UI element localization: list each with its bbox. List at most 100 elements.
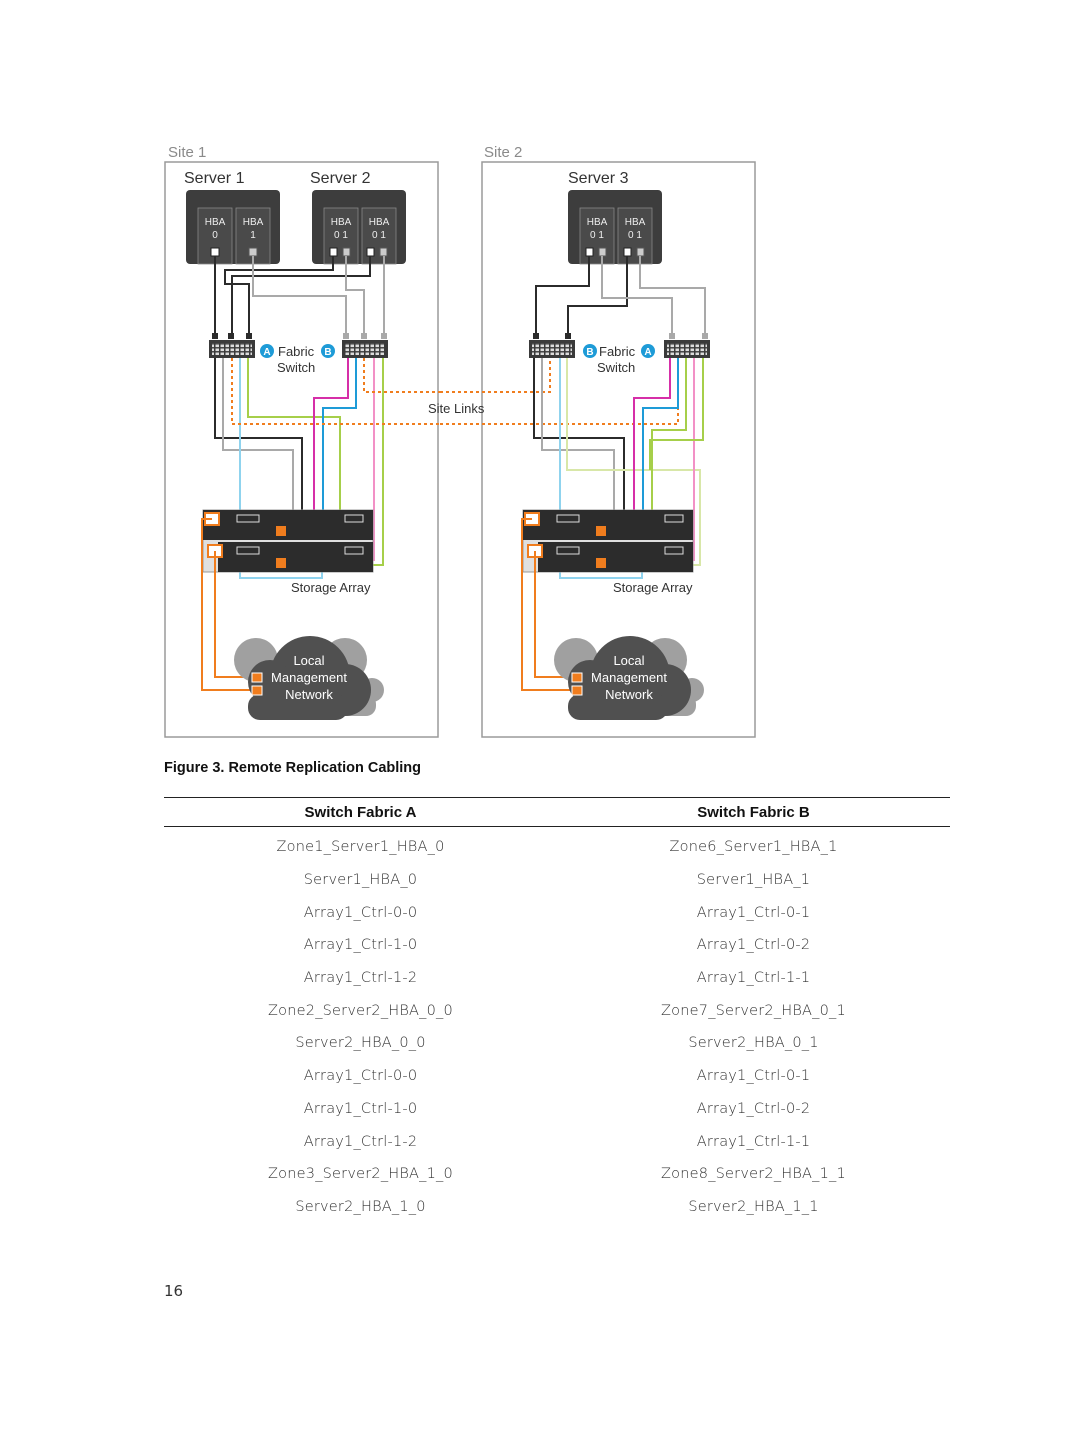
svg-text:HBA: HBA — [243, 217, 264, 228]
table-row: Array1_Ctrl-1-0 Array1_Ctrl-0-2 — [164, 1093, 950, 1126]
svg-text:1: 1 — [250, 230, 256, 241]
table-row: Zone2_Server2_HBA_0_0 Zone7_Server2_HBA_… — [164, 994, 950, 1027]
fabric-b-cell: Server2_HBA_0_1 — [688, 1035, 819, 1052]
svg-text:HBA: HBA — [587, 217, 608, 228]
mgmt-network-line-2: Management — [271, 670, 347, 685]
remote-replication-diagram: Site 1 Server 1 Server 2 HBA 0 HBA 1 HBA… — [164, 144, 756, 738]
fabric-a-cell: Zone2_Server2_HBA_0_0 — [268, 1002, 453, 1019]
svg-text:0 1: 0 1 — [590, 230, 604, 241]
header-switch-fabric-b: Switch Fabric B — [557, 797, 950, 827]
fabric-b-badge — [583, 344, 597, 358]
fabric-a-cell: Server2_HBA_1_0 — [295, 1198, 426, 1215]
site-2-storage-array: Storage Array — [522, 509, 694, 595]
mgmt-network-line-1: Local — [293, 653, 324, 668]
mgmt-network-line-2: Management — [591, 670, 667, 685]
svg-text:0 1: 0 1 — [372, 230, 386, 241]
fabric-b-cell: Array1_Ctrl-0-1 — [696, 904, 811, 921]
storage-array-label: Storage Array — [291, 580, 371, 595]
fabric-b-cell: Zone6_Server1_HBA_1 — [669, 839, 838, 856]
site-2-cloud-icon: Local Management Network — [554, 636, 704, 720]
hba-1-label: HBA 0 1 — [369, 217, 390, 241]
table-row: Server2_HBA_1_0 Server2_HBA_1_1 — [164, 1191, 950, 1224]
site-1-fabric-b-switch — [342, 333, 388, 358]
site-1-label: Site 1 — [168, 144, 206, 161]
fabric-b-cell: Array1_Ctrl-1-1 — [696, 970, 811, 987]
fabric-a-cell: Array1_Ctrl-1-0 — [303, 1100, 418, 1117]
fabric-label: Fabric — [278, 344, 315, 359]
site-1-server-cables — [214, 256, 385, 336]
table-row: Zone1_Server1_HBA_0 Zone6_Server1_HBA_1 — [164, 827, 950, 864]
table-row: Array1_Ctrl-1-2 Array1_Ctrl-1-1 — [164, 1125, 950, 1158]
hba-0-label: HBA 0 1 — [331, 217, 352, 241]
site-1-fabric-switch-label: A Fabric B Switch — [260, 344, 335, 375]
site-1-storage-array: Storage Array — [202, 509, 374, 595]
mgmt-network-line-3: Network — [605, 687, 653, 702]
svg-text:0 1: 0 1 — [628, 230, 642, 241]
fabric-label: Fabric — [599, 344, 636, 359]
server-2-label: Server 2 — [310, 170, 371, 187]
table-row: Array1_Ctrl-1-2 Array1_Ctrl-1-1 — [164, 962, 950, 995]
server-3-label: Server 3 — [568, 170, 629, 187]
svg-text:B: B — [586, 347, 593, 358]
server-1-label: Server 1 — [184, 170, 245, 187]
fabric-a-cell: Array1_Ctrl-1-2 — [303, 1133, 418, 1150]
page-number: 16 — [164, 1282, 184, 1300]
fabric-a-cell: Server2_HBA_0_0 — [295, 1035, 426, 1052]
fabric-a-cell: Array1_Ctrl-1-0 — [303, 937, 418, 954]
hba-0-label: HBA 0 — [205, 217, 226, 241]
site-links-label: Site Links — [428, 401, 485, 416]
fabric-b-cell: Server2_HBA_1_1 — [688, 1198, 819, 1215]
table-row: Server1_HBA_0 Server1_HBA_1 — [164, 864, 950, 897]
table-header-row: Switch Fabric A Switch Fabric B — [164, 797, 950, 827]
fabric-b-cell: Server1_HBA_1 — [696, 872, 811, 889]
site-2-fabric-a-switch — [664, 333, 710, 358]
figure-caption: Figure 3. Remote Replication Cabling — [164, 760, 422, 776]
server-1-chassis: HBA 0 HBA 1 — [186, 190, 280, 265]
svg-text:B: B — [324, 347, 331, 358]
site-2-label: Site 2 — [484, 144, 522, 161]
table-row: Zone3_Server2_HBA_1_0 Zone8_Server2_HBA_… — [164, 1158, 950, 1191]
site-1-cloud-icon: Local Management Network — [234, 636, 384, 720]
hba-1-label: HBA 1 — [243, 217, 264, 241]
mgmt-network-line-1: Local — [613, 653, 644, 668]
hba-1-label: HBA 0 1 — [625, 217, 646, 241]
table-row: Array1_Ctrl-0-0 Array1_Ctrl-0-1 — [164, 896, 950, 929]
fabric-a-cell: Zone3_Server2_HBA_1_0 — [268, 1166, 453, 1183]
fabric-b-cell: Array1_Ctrl-1-1 — [696, 1133, 811, 1150]
table-row: Array1_Ctrl-1-0 Array1_Ctrl-0-2 — [164, 929, 950, 962]
fabric-b-cell: Zone8_Server2_HBA_1_1 — [661, 1166, 846, 1183]
fabric-b-cell: Array1_Ctrl-0-2 — [696, 937, 811, 954]
fabric-b-cell: Array1_Ctrl-0-1 — [696, 1068, 811, 1085]
site-2-fabric-b-switch — [529, 333, 575, 358]
fabric-b-cell: Array1_Ctrl-0-2 — [696, 1100, 811, 1117]
table-row: Array1_Ctrl-0-0 Array1_Ctrl-0-1 — [164, 1060, 950, 1093]
fabric-a-cell: Array1_Ctrl-1-2 — [303, 970, 418, 987]
fabric-a-badge — [260, 344, 274, 358]
svg-text:A: A — [644, 347, 651, 358]
table-row: Server2_HBA_0_0 Server2_HBA_0_1 — [164, 1027, 950, 1060]
fabric-a-cell: Array1_Ctrl-0-0 — [303, 904, 418, 921]
svg-text:0 1: 0 1 — [334, 230, 348, 241]
header-switch-fabric-a: Switch Fabric A — [164, 797, 557, 827]
fabric-a-badge — [641, 344, 655, 358]
server-3-chassis: HBA 0 1 HBA 0 1 — [568, 190, 662, 265]
svg-text:HBA: HBA — [331, 217, 352, 228]
mgmt-network-line-3: Network — [285, 687, 333, 702]
switch-label: Switch — [597, 360, 635, 375]
svg-text:HBA: HBA — [205, 217, 226, 228]
server-2-chassis: HBA 0 1 HBA 0 1 — [312, 190, 406, 265]
svg-text:0: 0 — [212, 230, 218, 241]
svg-text:HBA: HBA — [625, 217, 646, 228]
site-1-fabric-a-switch — [209, 333, 255, 358]
fabric-a-cell: Array1_Ctrl-0-0 — [303, 1068, 418, 1085]
fabric-a-cell: Zone1_Server1_HBA_0 — [276, 839, 445, 856]
zoning-table: Switch Fabric A Switch Fabric B Zone1_Se… — [164, 797, 950, 1223]
fabric-b-badge — [321, 344, 335, 358]
svg-text:HBA: HBA — [369, 217, 390, 228]
switch-label: Switch — [277, 360, 315, 375]
hba-0-label: HBA 0 1 — [587, 217, 608, 241]
svg-text:A: A — [263, 347, 270, 358]
site-2-fabric-switch-label: B Fabric A Switch — [583, 344, 655, 375]
fabric-b-cell: Zone7_Server2_HBA_0_1 — [661, 1002, 846, 1019]
storage-array-label: Storage Array — [613, 580, 693, 595]
